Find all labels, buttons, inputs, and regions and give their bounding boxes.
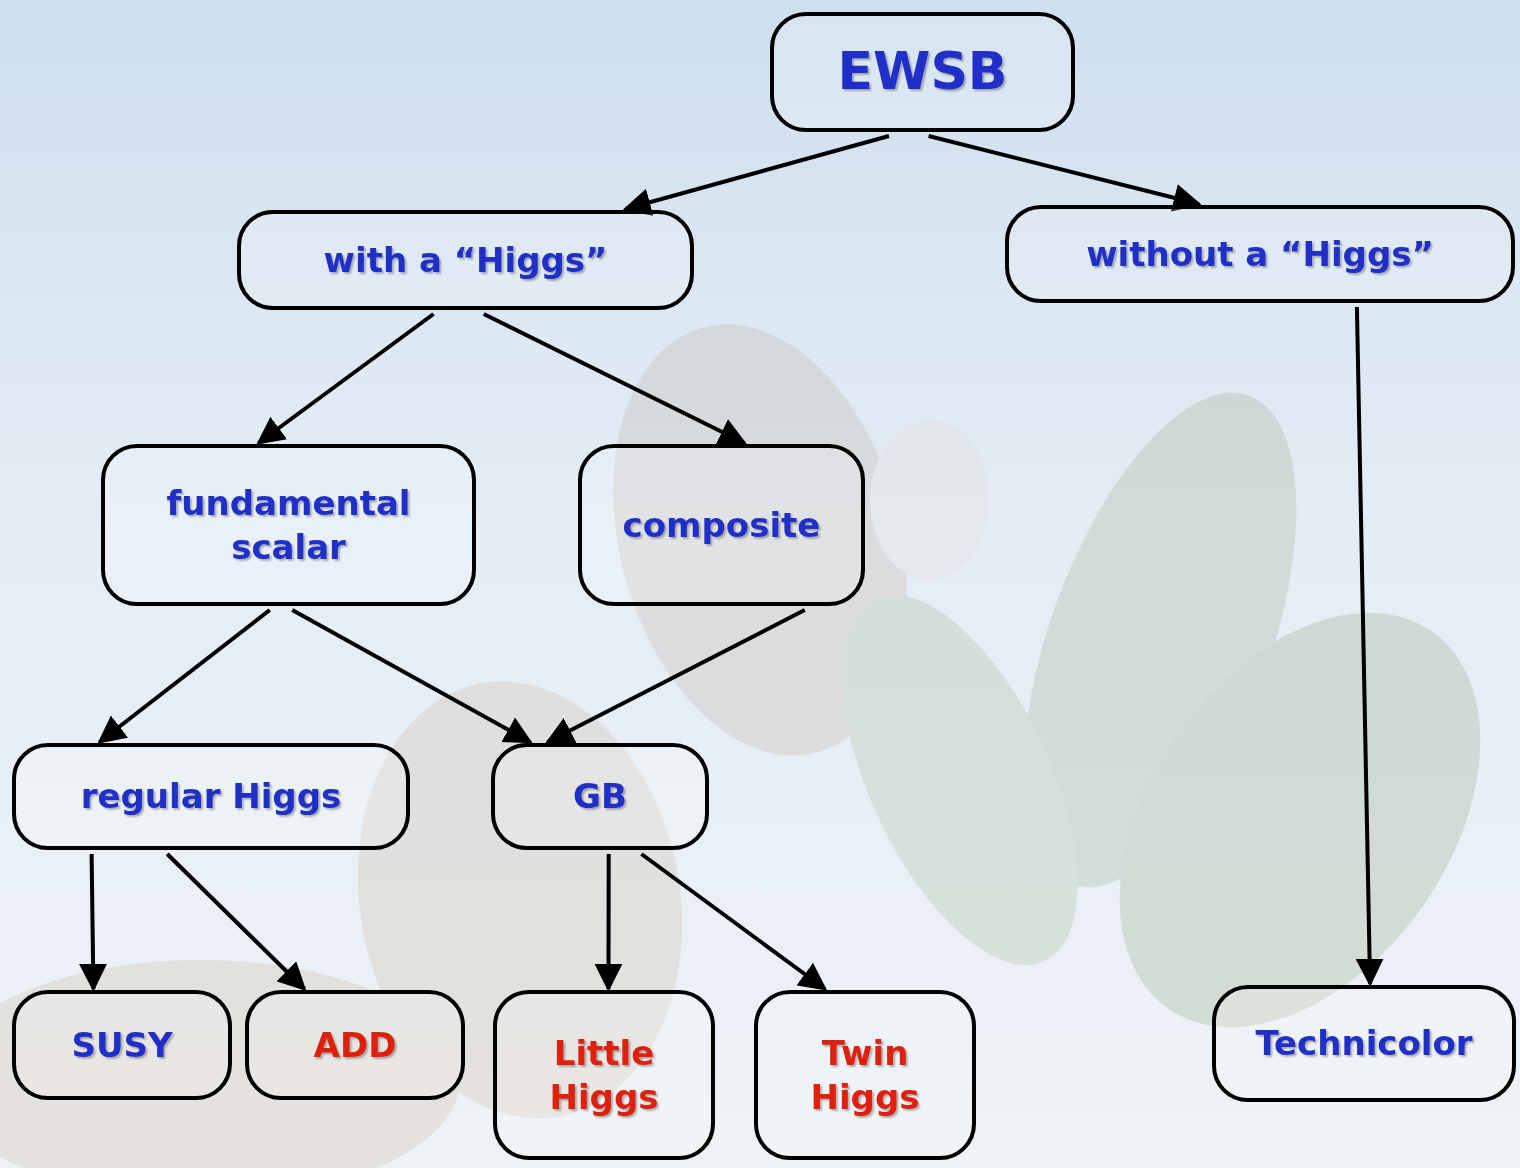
arrow-connector	[606, 854, 610, 989]
box-label: SUSY	[71, 1023, 172, 1067]
rounded-box: Little Higgs	[493, 990, 715, 1160]
box-label: fundamental scalar	[139, 481, 439, 569]
box-label: with a “Higgs”	[324, 238, 608, 282]
arrow-connector	[484, 314, 745, 443]
box-label: GB	[573, 774, 627, 818]
rounded-box: GB	[491, 743, 709, 850]
arrow-connector	[259, 314, 434, 443]
box-label: composite	[623, 503, 821, 547]
arrow-connector	[548, 610, 805, 742]
arrow-connector	[641, 854, 825, 989]
rounded-box: with a “Higgs”	[237, 210, 694, 310]
rounded-box: Twin Higgs	[754, 990, 976, 1160]
box-label: Little Higgs	[529, 1031, 679, 1119]
box-label: Technicolor	[1255, 1021, 1472, 1065]
rounded-box: without a “Higgs”	[1005, 205, 1515, 303]
rounded-box: regular Higgs	[12, 743, 410, 850]
box-label: ADD	[314, 1023, 397, 1067]
box-label: Twin Higgs	[790, 1031, 940, 1119]
rounded-box: Technicolor	[1212, 985, 1516, 1102]
rounded-box: SUSY	[12, 990, 232, 1100]
arrow-connector	[1357, 307, 1370, 984]
arrow-connector	[292, 610, 530, 742]
arrow-connector	[100, 610, 270, 742]
rounded-box: ADD	[245, 990, 465, 1100]
box-label: without a “Higgs”	[1086, 232, 1434, 276]
box-label: EWSB	[838, 38, 1008, 106]
arrow-connector	[625, 136, 889, 209]
arrow-connector	[92, 854, 94, 989]
rounded-box: fundamental scalar	[101, 444, 476, 606]
box-label: regular Higgs	[81, 774, 342, 818]
rounded-box: composite	[578, 444, 865, 606]
flower-illustration	[0, 291, 1520, 1168]
arrow-connector	[167, 854, 304, 989]
arrow-connector	[929, 136, 1199, 204]
rounded-box: EWSB	[770, 12, 1075, 132]
